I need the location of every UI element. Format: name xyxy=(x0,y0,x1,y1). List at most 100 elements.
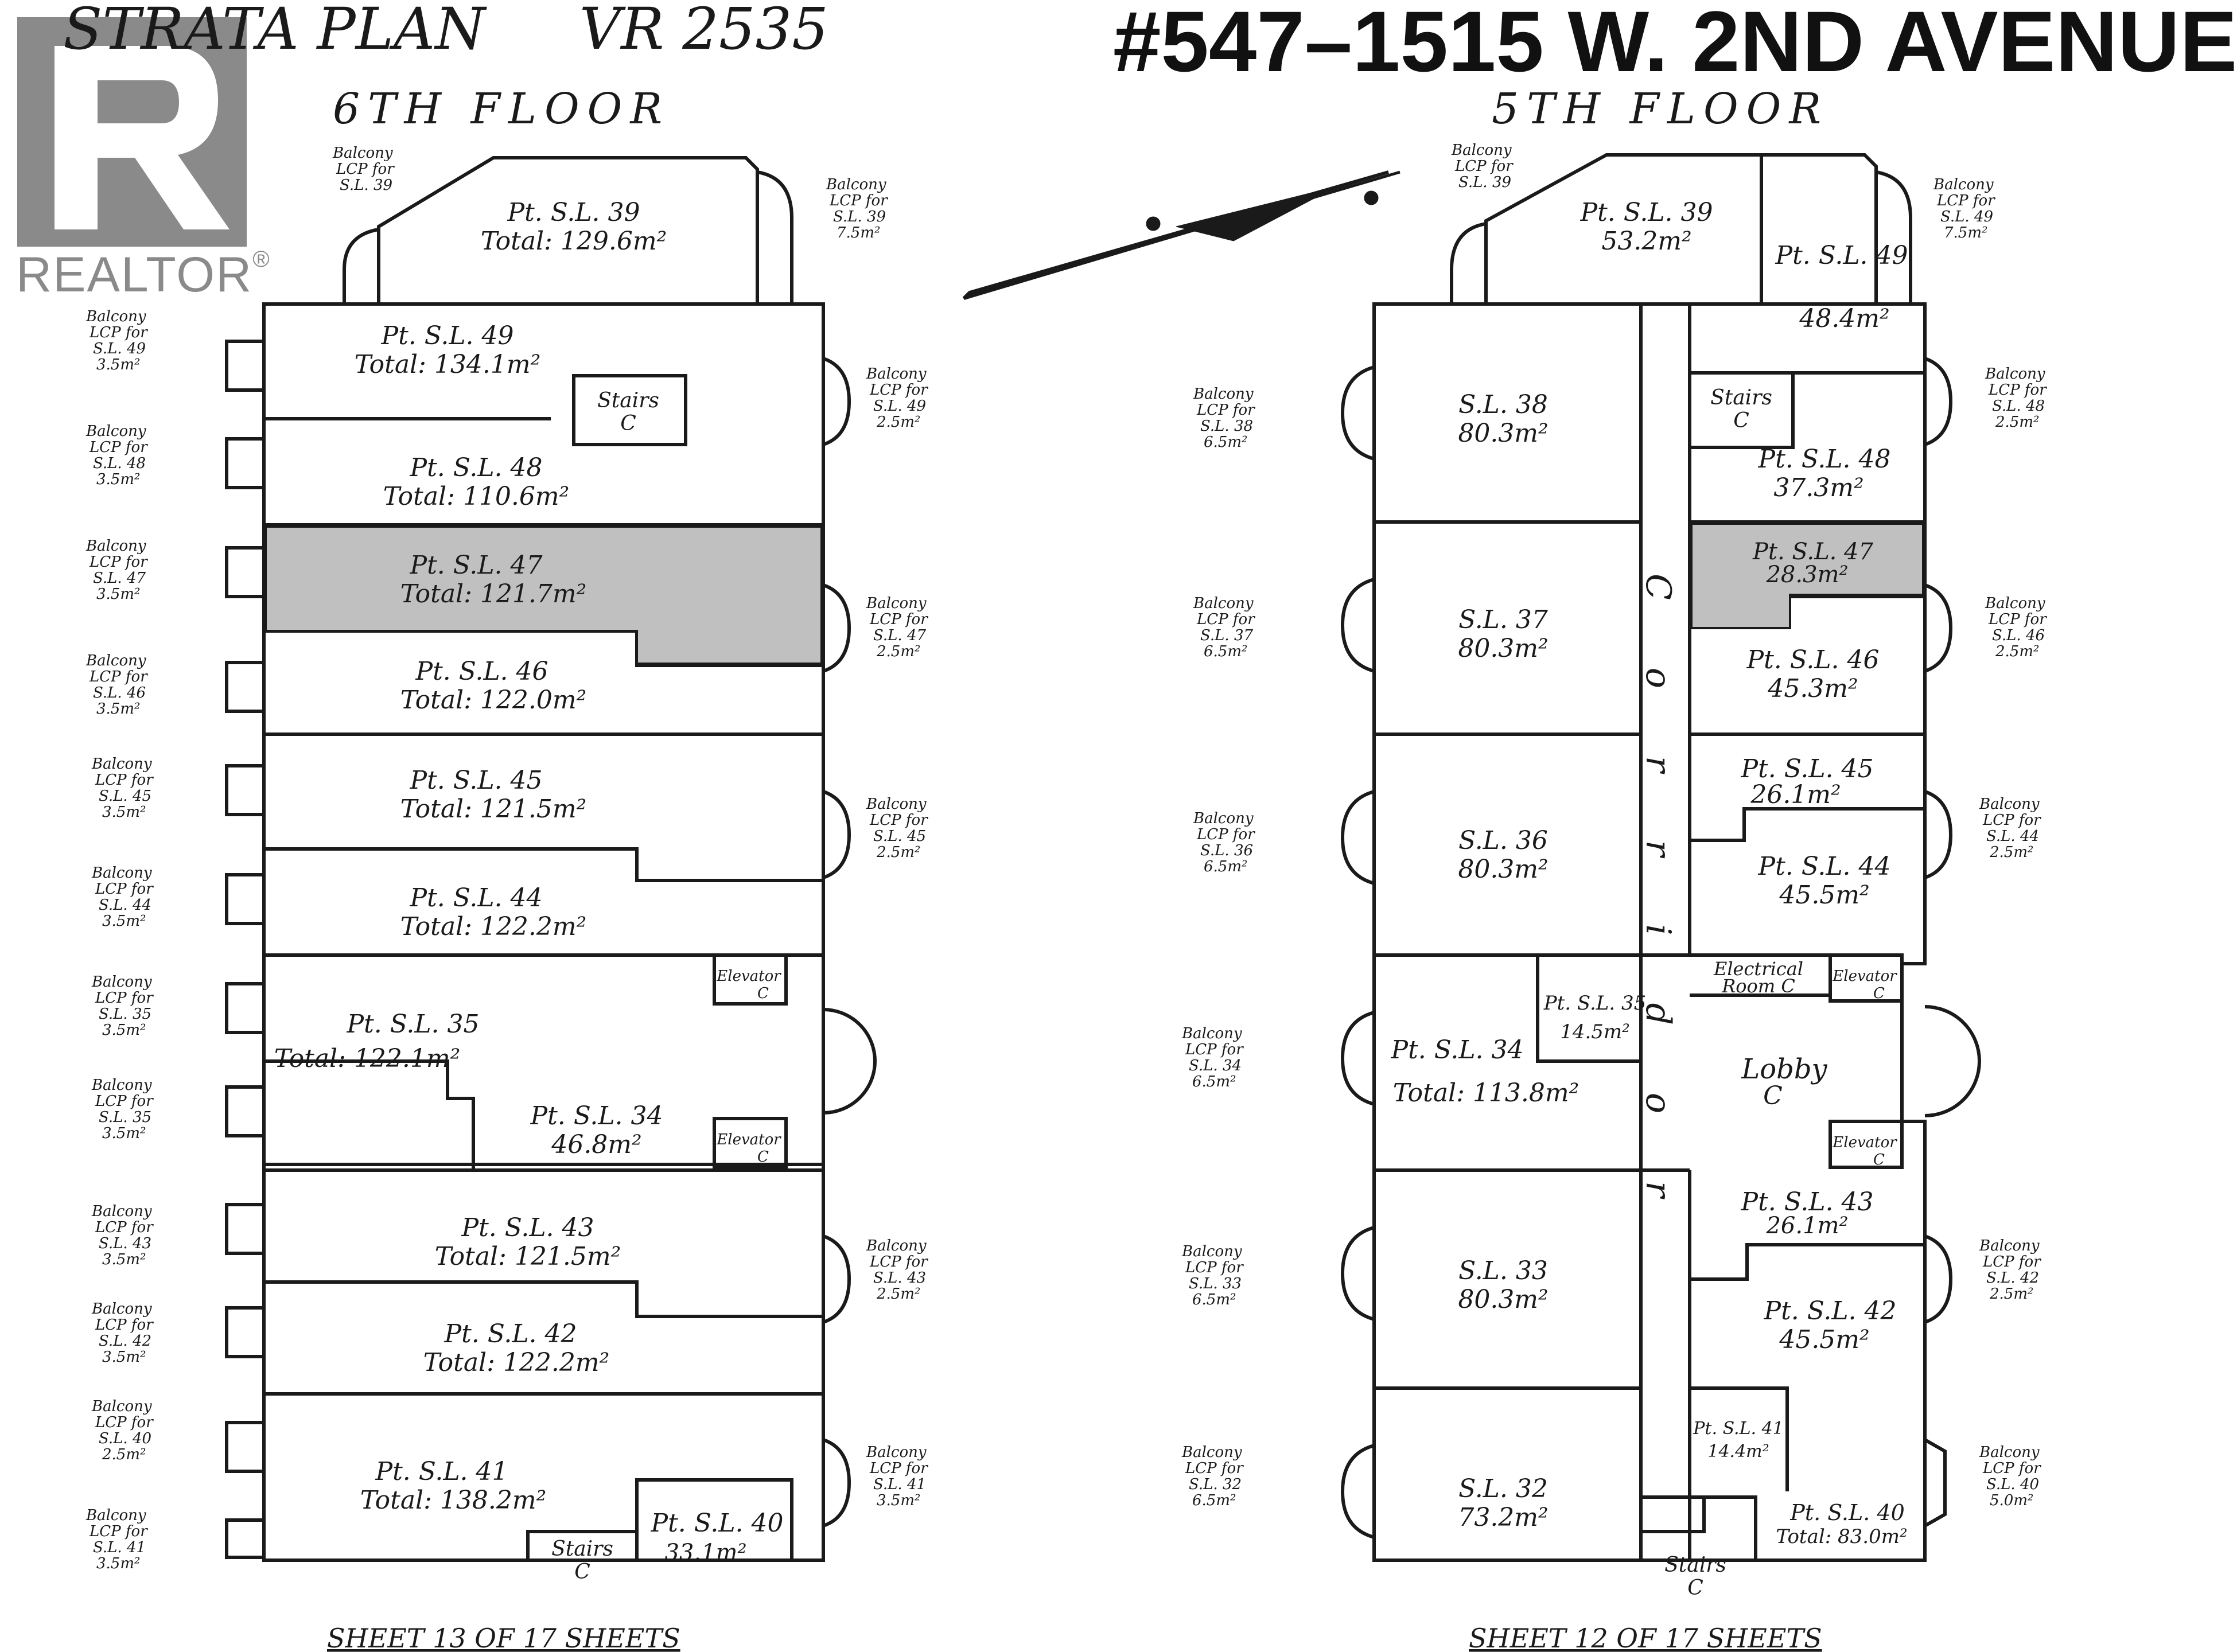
balcony-annotation-line: Balcony xyxy=(85,423,146,440)
balcony-annotation-line: Balcony xyxy=(91,755,152,773)
balcony-annotation-line: LCP for xyxy=(1982,812,2041,829)
unit-label: Pt. S.L. 42 xyxy=(1764,1296,1897,1326)
balcony-annotation-line: LCP for xyxy=(1185,1259,1244,1276)
unit-area: Total: 83.0m² xyxy=(1776,1525,1907,1548)
balcony-annotation-line: Balcony xyxy=(1985,595,2045,612)
unit-label: Pt. S.L. 41 xyxy=(375,1457,508,1486)
unit-label: Pt. S.L. 47 xyxy=(1752,539,1874,565)
unit-label: Pt. S.L. 35 xyxy=(1543,992,1647,1015)
property-address: #547–1515 W. 2ND AVENUE xyxy=(1113,0,2237,89)
balcony-annotation-line: 3.5m² xyxy=(96,471,140,488)
balcony-annotation-line: S.L. 49 xyxy=(1940,208,1993,225)
fifth-floor-label: 5TH FLOOR xyxy=(1492,84,1829,134)
balcony-annotation-line: LCP for xyxy=(1196,611,1255,628)
stairs-label: Stairs xyxy=(1664,1553,1726,1577)
balcony-annotation-line: LCP for xyxy=(1185,1041,1244,1058)
balcony-annotation-line: Balcony xyxy=(866,1237,927,1254)
balcony-annotation-line: LCP for xyxy=(89,439,148,456)
elevator-code: C xyxy=(757,985,769,1002)
unit-label: Pt. S.L. 42 xyxy=(444,1319,577,1349)
balcony-annotation-line: S.L. 44 xyxy=(99,897,151,914)
balcony-annotation-line: Balcony xyxy=(866,595,927,612)
unit-area: Total: 113.8m² xyxy=(1393,1078,1579,1108)
elevator-label: Elevator xyxy=(1832,968,1897,985)
balcony-annotation-line: LCP for xyxy=(1196,402,1255,419)
unit-area: 45.5m² xyxy=(1779,1325,1869,1354)
balcony-annotation-line: S.L. 49 xyxy=(93,340,146,357)
balcony-annotation-line: 2.5m² xyxy=(1989,1285,2033,1303)
sixth-service-labels: Stairs C Stairs C Elevator C Elevator C xyxy=(551,389,781,1584)
balcony-annotation-line: S.L. 33 xyxy=(1189,1275,1242,1292)
highlighted-unit-sixth xyxy=(264,525,823,665)
balcony-annotation-line: Balcony xyxy=(826,176,886,193)
balcony-annotation-line: S.L. 32 xyxy=(1189,1476,1242,1493)
unit-label: Pt. S.L. 43 xyxy=(461,1213,594,1242)
balcony-annotation-line: LCP for xyxy=(95,989,154,1007)
unit-area: 14.5m² xyxy=(1560,1020,1630,1043)
balcony-annotation-line: S.L. 41 xyxy=(93,1539,146,1556)
fifth-north-wing-outline xyxy=(1484,153,1878,304)
balcony-annotation-line: LCP for xyxy=(1196,826,1255,843)
balcony-annotation-line: S.L. 38 xyxy=(1200,418,1253,435)
unit-label: Pt. S.L. 40 xyxy=(651,1509,784,1538)
balcony-annotation-line: LCP for xyxy=(869,812,928,829)
sixth-sheet-label: SHEET 13 OF 17 SHEETS xyxy=(327,1623,680,1652)
balcony-annotation-line: Balcony xyxy=(1979,1444,2040,1461)
balcony-annotation-line: Balcony xyxy=(1985,365,2045,383)
stairs-code: C xyxy=(1687,1576,1703,1600)
stairs-code: C xyxy=(620,412,636,435)
balcony-annotation-line: S.L. 48 xyxy=(93,455,146,472)
balcony-annotation-line: 3.5m² xyxy=(877,1492,920,1509)
balcony-annotation-line: S.L. 42 xyxy=(1986,1269,2039,1287)
balcony-annotation-line: LCP for xyxy=(95,772,154,789)
unit-area: 37.3m² xyxy=(1773,473,1863,502)
unit-label: Pt. S.L. 35 xyxy=(347,1010,480,1039)
unit-label: Pt. S.L. 44 xyxy=(1758,852,1891,881)
balcony-annotation-line: S.L. 40 xyxy=(1986,1476,2039,1493)
balcony-annotation-line: Balcony xyxy=(85,1507,146,1524)
unit-area: 33.1m² xyxy=(664,1540,746,1566)
electrical-room-code: Room C xyxy=(1721,975,1795,997)
unit-area: 26.1m² xyxy=(1765,1213,1848,1239)
balcony-annotation-line: LCP for xyxy=(95,1316,154,1334)
balcony-annotation-line: Balcony xyxy=(866,1444,927,1461)
balcony-annotation-line: 2.5m² xyxy=(876,1285,920,1303)
balcony-annotation-line: LCP for xyxy=(1982,1460,2041,1477)
unit-area: Total: 122.0m² xyxy=(400,685,587,715)
unit-label: Pt. S.L. 40 xyxy=(1789,1500,1905,1525)
balcony-annotation-line: LCP for xyxy=(869,381,928,399)
registered-mark: ® xyxy=(252,247,271,272)
balcony-annotation-line: S.L. 45 xyxy=(99,788,151,805)
balcony-annotation-line: 2.5m² xyxy=(876,643,920,660)
unit-label: Pt. S.L. 45 xyxy=(410,766,543,795)
unit-area: 48.4m² xyxy=(1799,304,1889,333)
unit-label: S.L. 33 xyxy=(1458,1256,1548,1285)
balcony-annotation-line: S.L. 34 xyxy=(1189,1057,1242,1074)
unit-label: Pt. S.L. 39 xyxy=(507,198,640,227)
unit-area: 80.3m² xyxy=(1458,1285,1548,1314)
stairs-label: Stairs xyxy=(1710,386,1772,410)
balcony-annotation-line: Balcony xyxy=(91,864,152,882)
balcony-annotation-line: LCP for xyxy=(95,1219,154,1236)
stairs-label: Stairs xyxy=(551,1537,613,1561)
unit-label: S.L. 37 xyxy=(1458,605,1548,634)
unit-area: Total: 122.2m² xyxy=(400,912,587,941)
north-arrow-icon xyxy=(962,170,1400,300)
balcony-annotation-line: 3.5m² xyxy=(102,913,146,930)
elevator-label: Elevator xyxy=(716,1131,781,1148)
balcony-annotation-line: 7.5m² xyxy=(1944,224,1987,241)
balcony-annotation-line: S.L. 35 xyxy=(99,1006,151,1023)
balcony-annotation-line: LCP for xyxy=(1454,158,1514,175)
lobby-label: Lobby xyxy=(1741,1053,1827,1085)
elevator-code: C xyxy=(757,1148,769,1166)
balcony-annotation-line: Balcony xyxy=(1979,1237,2040,1254)
unit-area: 46.8m² xyxy=(551,1130,641,1159)
balcony-annotation-line: 6.5m² xyxy=(1204,643,1247,660)
unit-area: Total: 121.5m² xyxy=(400,794,587,824)
unit-label: Pt. S.L. 41 xyxy=(1693,1419,1784,1439)
plan-linework xyxy=(225,153,1981,1562)
balcony-annotation-line: Balcony xyxy=(1451,142,1512,159)
balcony-annotation-line: Balcony xyxy=(1181,1243,1242,1260)
balcony-annotation-line: Balcony xyxy=(1193,385,1254,403)
